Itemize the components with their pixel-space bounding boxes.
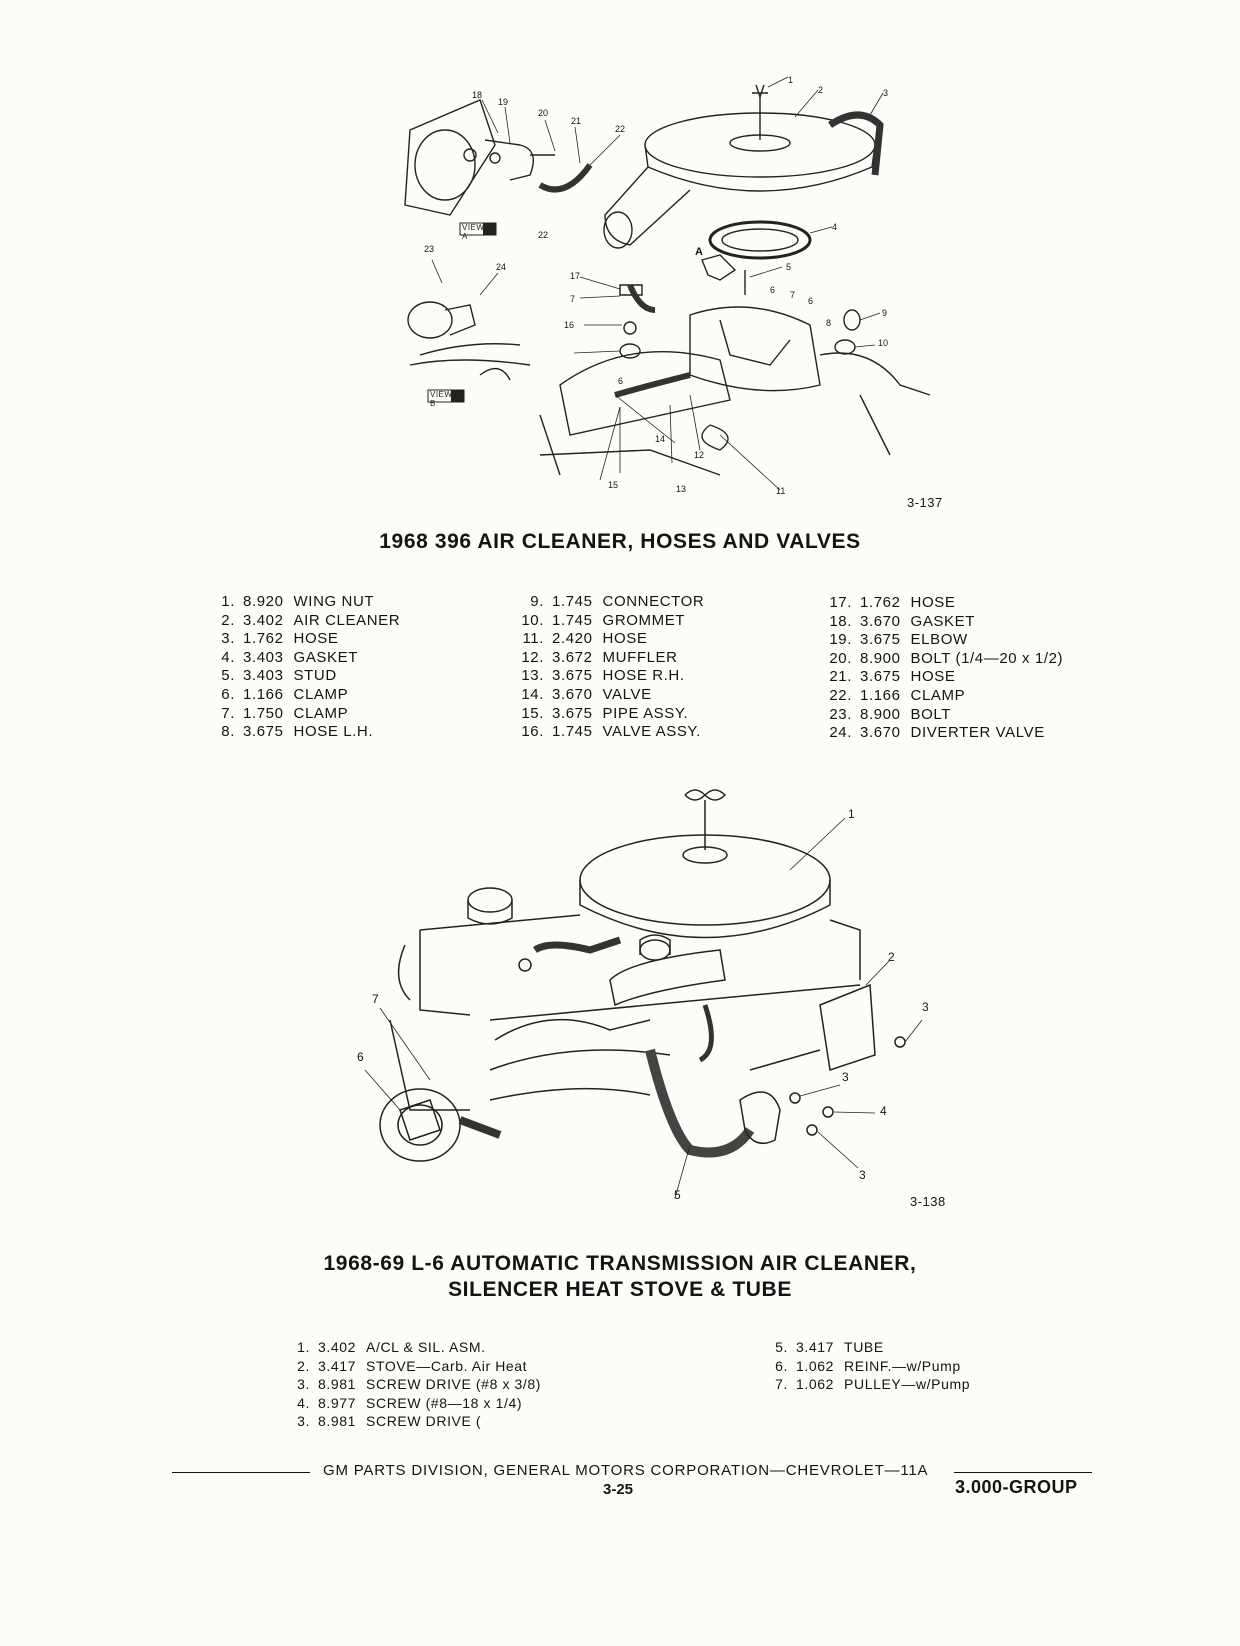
callout-6c: 6 xyxy=(618,376,624,386)
callout-16: 16 xyxy=(564,320,575,330)
footer-rule-right xyxy=(954,1472,1092,1473)
gasket xyxy=(710,222,810,258)
figure-b-illustration xyxy=(350,780,930,1200)
group-label: 3.000-GROUP xyxy=(955,1477,1078,1497)
footer-rule-left xyxy=(172,1472,310,1473)
callout-b-3b: 3 xyxy=(842,1070,849,1084)
callout-22a: 22 xyxy=(615,124,626,134)
callout-18: 18 xyxy=(472,90,483,100)
pulley xyxy=(380,1089,460,1161)
figure-b-title-line2: SILENCER HEAT STOVE & TUBE xyxy=(448,1278,792,1301)
callout-2: 2 xyxy=(818,85,824,95)
heat-tube xyxy=(650,1050,750,1153)
callout-9: 9 xyxy=(882,308,888,318)
callout-6b: 6 xyxy=(808,296,814,306)
callout-24: 24 xyxy=(496,262,507,272)
callout-3: 3 xyxy=(883,88,889,98)
callout-8: 8 xyxy=(826,318,832,328)
callout-17: 17 xyxy=(570,271,581,281)
air-cleaner-snorkel xyxy=(605,167,690,245)
callout-12: 12 xyxy=(694,450,705,460)
callout-20: 20 xyxy=(538,108,549,118)
figure-a-illustration xyxy=(390,55,950,505)
callout-23: 23 xyxy=(424,244,435,254)
callout-13: 13 xyxy=(676,484,687,494)
callout-22b: 22 xyxy=(538,230,549,240)
callout-5: 5 xyxy=(786,262,792,272)
callout-7b: 7 xyxy=(790,290,796,300)
callout-4: 4 xyxy=(832,222,838,232)
view-a-label: VIEW A xyxy=(462,223,485,241)
callout-b-6: 6 xyxy=(357,1050,364,1064)
callout-b-1: 1 xyxy=(848,807,855,821)
view-b-label: VIEW B xyxy=(430,390,453,408)
figure-a-title: 1968 396 AIR CLEANER, HOSES AND VALVES xyxy=(379,530,861,553)
callout-15: 15 xyxy=(608,480,619,490)
callout-6: 6 xyxy=(770,285,776,295)
silencer xyxy=(610,950,725,1005)
wing-nut xyxy=(685,790,725,800)
callout-19: 19 xyxy=(498,97,509,107)
callout-b-5: 5 xyxy=(674,1188,681,1202)
callout-b-7: 7 xyxy=(372,992,379,1006)
page-number: 3-25 xyxy=(603,1481,634,1498)
figure-a-number: 3-137 xyxy=(907,495,943,510)
callout-A: A xyxy=(695,246,703,258)
callout-11: 11 xyxy=(776,486,786,496)
callout-b-4: 4 xyxy=(880,1104,887,1118)
callout-b-3a: 3 xyxy=(922,1000,929,1014)
callout-7: 7 xyxy=(570,294,576,304)
callout-21: 21 xyxy=(571,116,582,126)
callout-1: 1 xyxy=(788,75,794,85)
callout-14: 14 xyxy=(655,434,666,444)
figure-b-number: 3-138 xyxy=(910,1194,946,1209)
wing-nut xyxy=(752,85,768,97)
callout-b-3c: 3 xyxy=(859,1168,866,1182)
figure-b-title-line1: 1968-69 L-6 AUTOMATIC TRANSMISSION AIR C… xyxy=(323,1252,917,1275)
footer-text: GM PARTS DIVISION, GENERAL MOTORS CORPOR… xyxy=(323,1462,929,1479)
callout-b-2: 2 xyxy=(888,950,895,964)
callout-10: 10 xyxy=(878,338,889,348)
heat-stove xyxy=(740,1092,780,1143)
